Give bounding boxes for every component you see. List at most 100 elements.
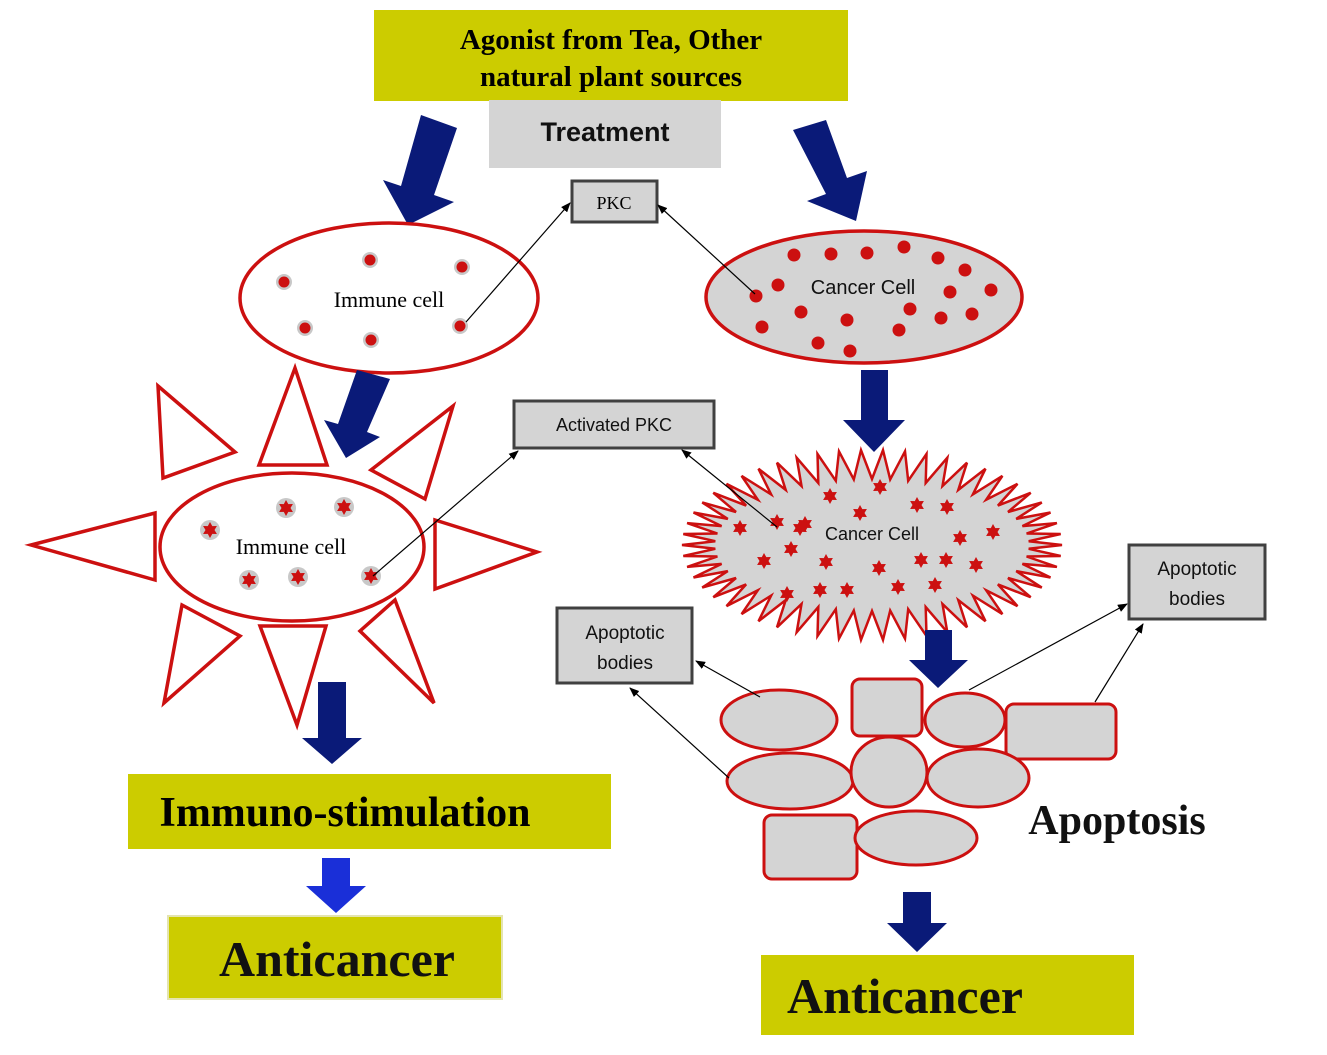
activated-granule-star (853, 505, 867, 521)
arrow-to-anticancer-left (306, 858, 366, 913)
activated-pkc-text: Activated PKC (556, 415, 672, 435)
arrow-to-activated-immune (324, 370, 390, 458)
source-line-1: Agonist from Tea, Other (460, 24, 762, 56)
activated-granule-star (203, 522, 217, 538)
apoptotic-body (849, 735, 929, 809)
immune-cell-label: Immune cell (334, 287, 445, 312)
granule-dot (892, 323, 906, 337)
stressed-cancer-granules (733, 479, 1000, 602)
granule-dot (749, 289, 763, 303)
activated-granule-star (364, 568, 378, 584)
connector-body-to-right-box-1 (968, 603, 1128, 691)
granule-dot (454, 320, 466, 332)
granule-dot (943, 285, 957, 299)
apoptotic-bodies-left-line-2: bodies (597, 653, 653, 674)
granule-dot (811, 336, 825, 350)
stressed-cancer-cell-label: Cancer Cell (825, 524, 919, 544)
treatment-text: Treatment (540, 117, 669, 147)
immune-cell: Immune cell (238, 221, 540, 375)
cancer-cell: Cancer Cell (704, 229, 1024, 365)
activated-granule-star (986, 524, 1000, 540)
connector-cancer-to-pkc (657, 204, 756, 295)
activated-granule-star (953, 530, 967, 546)
granule-dot (755, 320, 769, 334)
arrow-to-stressed-cancer (843, 370, 905, 452)
activated-granule-star (819, 554, 833, 570)
activated-granule-star (798, 516, 812, 532)
activated-granule-star (784, 541, 798, 557)
activated-granule-star (928, 577, 942, 593)
apoptotic-bodies-left-line-1: Apoptotic (585, 623, 664, 644)
arrow-to-apoptosis (909, 630, 968, 688)
activated-granule-star (939, 552, 953, 568)
granule-dot (456, 261, 468, 273)
arrow-to-cancer-cell (793, 120, 867, 221)
activated-granule-star (823, 488, 837, 504)
source-box: Agonist from Tea, Other natural plant so… (374, 10, 848, 101)
immuno-stimulation-text: Immuno-stimulation (159, 790, 530, 836)
activated-granule-star (840, 582, 854, 598)
anticancer-left-text: Anticancer (219, 931, 455, 987)
activated-granule-star (873, 479, 887, 495)
pkc-text: PKC (596, 193, 631, 213)
apoptotic-body (850, 677, 924, 738)
activated-immune-cell-label: Immune cell (236, 534, 347, 559)
apoptotic-body (853, 809, 979, 867)
activated-granule-star (780, 586, 794, 602)
apoptotic-bodies-right-line-1: Apoptotic (1157, 559, 1236, 580)
activated-pkc-box: Activated PKC (512, 399, 716, 450)
activated-granule-star (733, 520, 747, 536)
apoptotic-body (925, 747, 1031, 809)
granule-dot (965, 307, 979, 321)
apoptotic-bodies-box-left: Apoptotic bodies (555, 606, 694, 685)
activated-granule-star (940, 499, 954, 515)
immune-cell-granules (276, 252, 470, 348)
pkc-box: PKC (570, 179, 659, 224)
activated-granule-star (813, 582, 827, 598)
arrow-to-anticancer-right (887, 892, 947, 952)
activated-granule-star (291, 569, 305, 585)
arrow-to-immune-cell (383, 115, 457, 225)
connector-body-to-right-box-2 (1094, 623, 1144, 703)
granule-dot (860, 246, 874, 260)
apoptotic-body (725, 751, 855, 811)
granule-dot (958, 263, 972, 277)
activated-granule-star (757, 553, 771, 569)
connector-body-to-left-box-2 (629, 687, 730, 779)
activated-granule-star (910, 497, 924, 513)
granule-dot (299, 322, 311, 334)
granule-dot (897, 240, 911, 254)
anticancer-right-text: Anticancer (787, 968, 1023, 1024)
granule-dot (771, 278, 785, 292)
activated-immune-burst: Immune cell (24, 362, 543, 731)
granule-dot (365, 334, 377, 346)
apoptotic-bodies-right-line-2: bodies (1169, 589, 1225, 610)
immuno-stimulation-box: Immuno-stimulation (128, 774, 611, 849)
anticancer-box-left: Anticancer (167, 915, 503, 1000)
connector-activated-immune-to-pkc (372, 450, 519, 577)
arrow-to-immuno-stimulation (302, 682, 362, 764)
connector-immune-to-pkc (465, 202, 571, 323)
activated-granule-star (793, 520, 807, 536)
activated-granule-star (279, 500, 293, 516)
granule-dot (984, 283, 998, 297)
apoptosis-label: Apoptosis (1028, 798, 1205, 844)
granule-dot (824, 247, 838, 261)
stressed-cancer-cell: Cancer Cell (681, 446, 1063, 644)
activated-granule-star (891, 579, 905, 595)
cancer-cell-granules (749, 240, 998, 358)
activated-immune-granules (200, 497, 381, 590)
granule-dot (934, 311, 948, 325)
activated-granule-star (872, 560, 886, 576)
connector-body-to-left-box-1 (695, 660, 761, 698)
activated-granule-star (914, 552, 928, 568)
granule-dot (843, 344, 857, 358)
connector-cancer-to-activated-pkc (681, 449, 778, 528)
activated-granule-star (770, 514, 784, 530)
source-line-2: natural plant sources (480, 61, 742, 93)
activated-granule-star (337, 499, 351, 515)
granule-dot (903, 302, 917, 316)
activated-granule-star (969, 557, 983, 573)
